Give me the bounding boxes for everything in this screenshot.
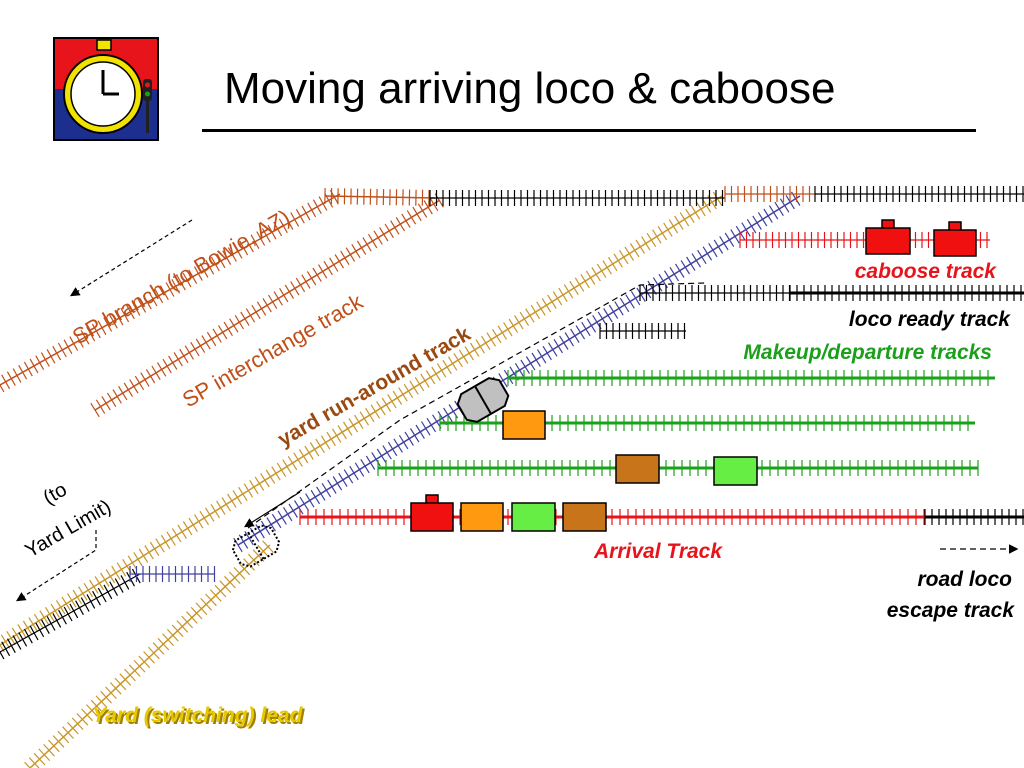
sp-branch-direction-arrow: [69, 219, 193, 297]
green-car-arrival: [511, 502, 556, 532]
yard-limit-spur-track: [129, 566, 216, 582]
yard-limit-label-line1: (to: [40, 479, 71, 510]
arrival-track-label: Arrival Track: [593, 540, 723, 563]
road-loco: [456, 377, 510, 423]
road-loco-escape-track: [924, 509, 1024, 525]
orange-car-makeup-2: [502, 410, 546, 440]
pocket-watch-signal-icon: [53, 37, 159, 141]
loco-ready-track-label: loco ready track: [849, 308, 1011, 331]
brown-car-makeup-3: [615, 454, 660, 484]
title-underline: [202, 129, 976, 132]
caboose-car-1: [865, 219, 911, 255]
makeup-departure-track-1: [507, 370, 995, 386]
loco-ready-approach-track: [639, 285, 791, 301]
brown-car-arrival: [562, 502, 607, 532]
caboose-track-label: caboose track: [855, 260, 998, 283]
top-main-sp-track: [724, 186, 815, 202]
road-loco-label-line1: road loco: [917, 568, 1012, 591]
sp-interchange-track: [90, 193, 444, 418]
car-layer: [231, 219, 977, 568]
orange-car-arrival: [460, 502, 504, 532]
sp-branch-top-track: [324, 187, 436, 206]
yard-lead-label-shadow: Yard (switching) lead: [94, 706, 306, 729]
caboose-car-arrival: [410, 494, 454, 532]
loco-ready-track: [789, 285, 1024, 301]
yard-lead-track: [24, 540, 274, 768]
stub-spur-track: [599, 323, 686, 339]
arrival-track: [299, 509, 925, 525]
yard-limit-track: [0, 568, 141, 660]
page-title: Moving arriving loco & caboose: [224, 64, 836, 113]
yard-lead-label: Yard (switching) lead: [92, 704, 304, 727]
top-main-track: [429, 190, 725, 206]
track-layer: [0, 186, 1024, 768]
loco-move-path: [247, 282, 706, 529]
makeup-departure-track-3: [377, 460, 979, 476]
caboose-car-2: [933, 221, 977, 257]
yard-throat-track: [0, 191, 723, 653]
makeup-departure-tracks-label: Makeup/departure tracks: [743, 341, 992, 364]
top-main-east-track: [814, 186, 1024, 202]
yard-runaround-track: [233, 191, 801, 553]
loco-move-arrow: [243, 491, 301, 528]
green-car-makeup-3: [713, 456, 758, 486]
sp-branch-track: [0, 189, 341, 393]
loco-destination-outline: [231, 524, 281, 568]
road-loco-label-line2: escape track: [887, 599, 1016, 622]
yard-limit-label-line2: Yard Limit): [22, 496, 115, 563]
